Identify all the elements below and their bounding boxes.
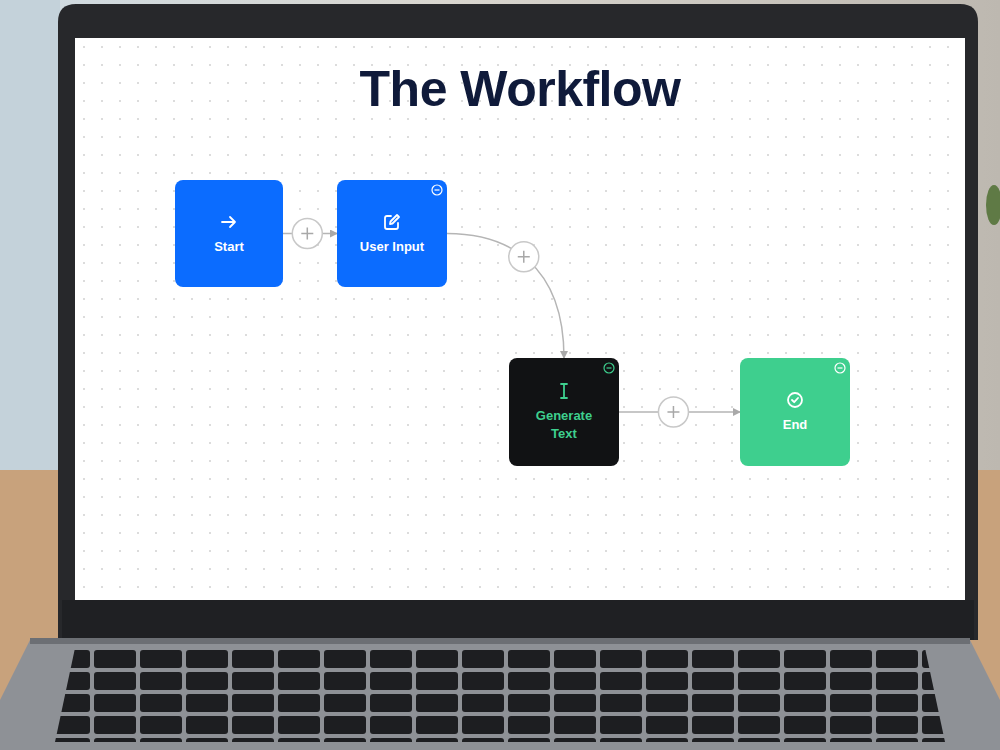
check-glyph	[792, 398, 798, 402]
connector-layer	[75, 38, 965, 600]
keyboard-keys	[55, 648, 945, 742]
pencil-frame	[385, 216, 398, 229]
node-label: User Input	[360, 238, 424, 256]
process-box: User Input	[337, 180, 447, 287]
screen-bezel-bottom	[62, 600, 974, 640]
add-step-plus	[667, 406, 679, 418]
arrow-glyph	[222, 217, 235, 227]
add-step-ring	[658, 397, 688, 427]
arrow-icon	[219, 212, 239, 232]
node-label: Start	[214, 238, 244, 256]
process-box: Start	[175, 180, 283, 287]
process-box: Generate Text	[509, 358, 619, 466]
pencil-icon	[382, 212, 402, 232]
pencil-glyph	[390, 215, 399, 224]
add-step-button	[658, 397, 688, 427]
node-label: End	[783, 416, 808, 434]
remove-ring	[835, 363, 845, 373]
plant-leaf	[986, 185, 1000, 225]
connector	[447, 234, 564, 359]
remove-ring	[604, 363, 614, 373]
keyboard-deck	[0, 640, 1000, 750]
remove-button	[834, 362, 846, 374]
remove-button	[431, 184, 443, 196]
laptop-screen: The WorkflowStart User InputGenerate Text…	[75, 38, 965, 600]
wall-blur	[0, 0, 60, 470]
cursor-glyph	[561, 384, 567, 398]
remove-dash	[838, 367, 843, 368]
laptop-lid	[58, 4, 978, 640]
check-icon	[785, 390, 805, 410]
add-step-button	[509, 242, 539, 272]
remove-dash	[607, 367, 612, 368]
hinge	[30, 638, 970, 644]
add-step-ring	[509, 242, 539, 272]
diagram-title: The Workflow	[75, 60, 965, 118]
node-label: Generate Text	[528, 407, 600, 442]
add-step-plus	[518, 251, 530, 263]
cursor-icon	[554, 381, 574, 401]
add-step-plus	[301, 228, 313, 240]
remove-ring	[432, 185, 442, 195]
remove-button	[603, 362, 615, 374]
process-box: End	[740, 358, 850, 466]
remove-dash	[435, 189, 440, 190]
add-step-button	[292, 219, 322, 249]
check-ring	[788, 393, 802, 407]
add-step-ring	[292, 219, 322, 249]
